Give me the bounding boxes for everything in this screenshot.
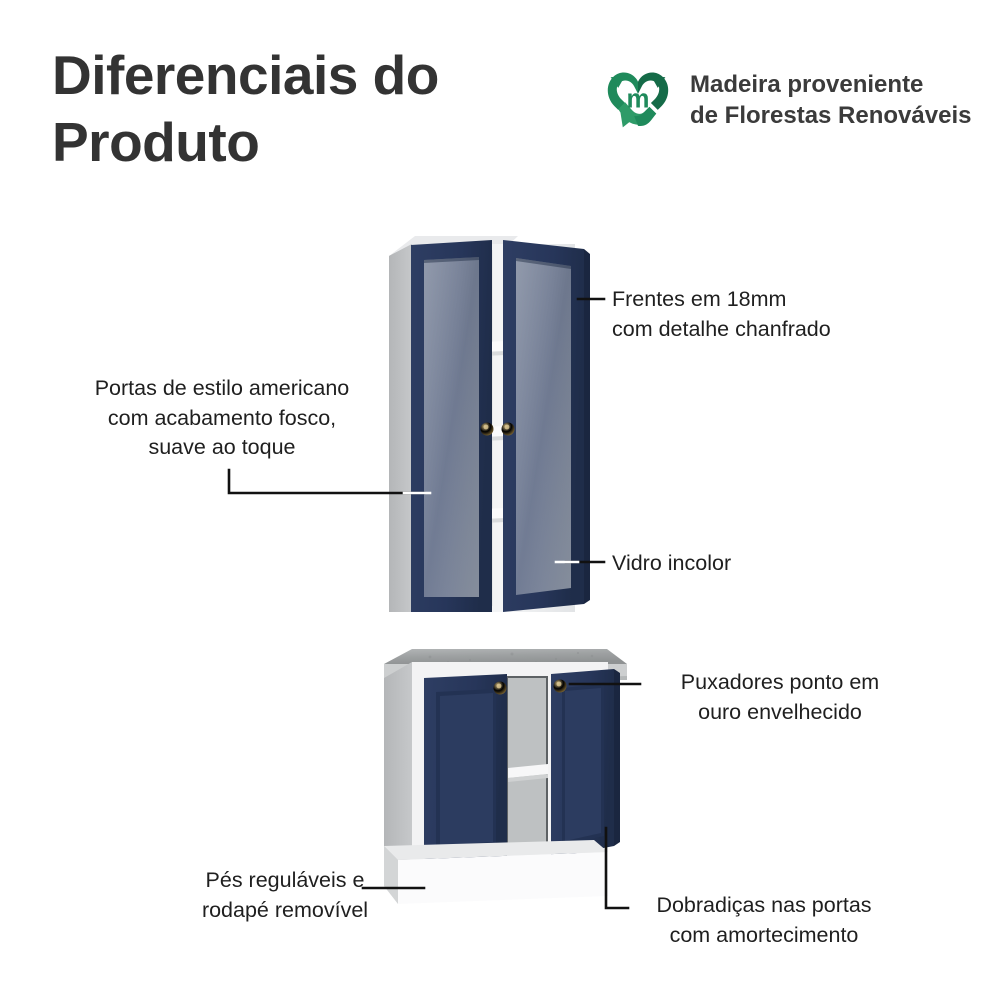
callout-dobradicas: Dobradiças nas portas com amortecimento (656, 893, 872, 947)
page-title: Diferenciais do Produto (52, 44, 439, 174)
svg-text:m: m (627, 86, 650, 114)
upper-cabinet (389, 236, 590, 612)
certification-logo-text: Madeira proveniente de Florestas Renováv… (690, 70, 972, 129)
lower-cabinet (384, 649, 627, 904)
lower-door-right[interactable] (551, 669, 620, 858)
lower-door-knobs[interactable] (493, 679, 567, 695)
upper-door-knobs[interactable] (480, 422, 515, 436)
upper-door-right[interactable] (503, 240, 590, 612)
callout-puxadores: Puxadores ponto em ouro envelhecido (680, 670, 880, 724)
callout-vidro: Vidro incolor (612, 551, 732, 575)
callout-pes: Pés reguláveis e rodapé removível (201, 868, 369, 922)
callout-portas: Portas de estilo americano com acabament… (94, 376, 350, 460)
lower-door-left[interactable] (424, 674, 507, 862)
callout-frentes: Frentes em 18mm com detalhe chanfrado (612, 287, 831, 341)
certification-logo: m Madeira proveniente de Florestas Renov… (600, 62, 971, 138)
plinth-base (384, 840, 608, 904)
heart-recycle-icon: m (607, 72, 669, 128)
upper-door-left[interactable] (411, 240, 492, 612)
